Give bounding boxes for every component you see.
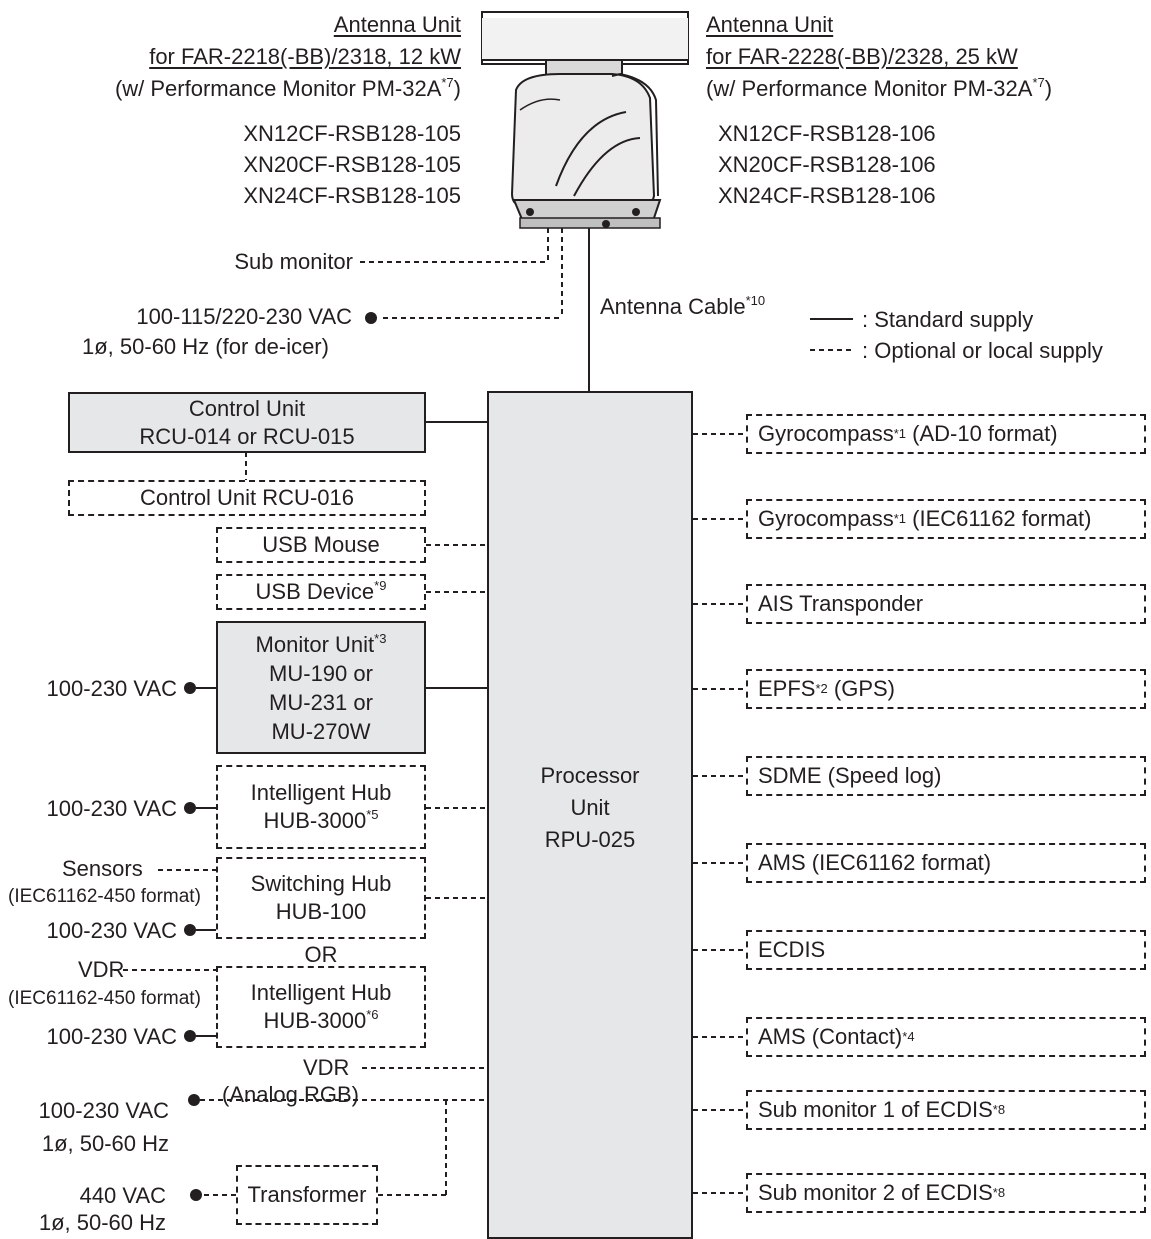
usb-device-box: USB Device*9 <box>216 574 426 610</box>
right-item-ams-iec: AMS (IEC61162 format) <box>746 843 1146 883</box>
antenna-right-note: (w/ Performance Monitor PM-32A*7) <box>706 75 1053 101</box>
hub1-power-label: 100-230 VAC <box>46 796 177 821</box>
antenna-left-note: (w/ Performance Monitor PM-32A*7) <box>114 75 461 101</box>
antenna-left-title: Antenna Unit <box>333 12 461 37</box>
antenna-left-models: XN12CF-RSB128-105 XN20CF-RSB128-105 XN24… <box>243 118 461 211</box>
processor-label-line: Processor <box>540 763 640 788</box>
model-item: XN20CF-RSB128-105 <box>243 152 461 177</box>
transformer-box: Transformer <box>236 1165 378 1225</box>
deicer-power-line1: 100-115/220-230 VAC <box>136 304 352 329</box>
monitor-unit-label: Monitor Unit*3 <box>255 630 387 657</box>
transformer-power-line1: 440 VAC <box>79 1183 166 1208</box>
hub-label: Intelligent Hub <box>250 780 392 805</box>
hub2-power-label: 100-230 VAC <box>46 1024 177 1049</box>
sensors-label: Sensors <box>62 856 143 881</box>
right-item-sub-monitor-2: Sub monitor 2 of ECDIS*8 <box>746 1173 1146 1213</box>
transformer-power-line2: 1ø, 50-60 Hz <box>38 1210 166 1235</box>
antenna-right-title: Antenna Unit <box>706 12 834 37</box>
right-item-sub-monitor-1: Sub monitor 1 of ECDIS*8 <box>746 1090 1146 1130</box>
monitor-unit-model: MU-190 or <box>269 660 373 686</box>
usb-mouse-box: USB Mouse <box>216 527 426 563</box>
vdr-format: (IEC61162-450 format) <box>8 988 201 1009</box>
control-unit-016-box: Control Unit RCU-016 <box>68 480 426 516</box>
antenna-right-models: XN12CF-RSB128-106 XN20CF-RSB128-106 XN24… <box>718 118 936 211</box>
switching-hub-power-label: 100-230 VAC <box>46 918 177 943</box>
usb-device-label: USB Device*9 <box>255 578 387 604</box>
processor-label-line: Unit <box>570 795 610 820</box>
right-item-gyrocompass-iec: Gyrocompass*1 (IEC61162 format) <box>746 499 1146 539</box>
right-item-sdme: SDME (Speed log) <box>746 756 1146 796</box>
right-item-ais: AIS Transponder <box>746 584 1146 624</box>
transformer-label: Transformer <box>247 1182 367 1207</box>
legend-optional: : Optional or local supply <box>862 338 1103 363</box>
control-unit-box: Control Unit RCU-014 or RCU-015 <box>68 392 426 453</box>
model-item: XN12CF-RSB128-105 <box>243 121 461 146</box>
monitor-power-label: 100-230 VAC <box>46 676 177 701</box>
antenna-right-subtitle: for FAR-2228(-BB)/2328, 25 kW <box>706 44 1018 69</box>
switching-hub-label: Switching Hub <box>250 871 392 896</box>
switching-hub-box: Switching Hub HUB-100 <box>216 857 426 939</box>
right-item-gyrocompass-ad10: Gyrocompass*1 (AD-10 format) <box>746 414 1146 454</box>
control-unit-label: Control Unit <box>188 395 306 421</box>
right-item-epfs: EPFS*2 (GPS) <box>746 669 1146 709</box>
hub-model: HUB-3000*6 <box>263 1007 379 1033</box>
model-item: XN12CF-RSB128-106 <box>718 121 936 146</box>
antenna-left-subtitle: for FAR-2218(-BB)/2318, 12 kW <box>149 44 461 69</box>
or-label: OR <box>304 942 338 967</box>
monitor-unit-box: Monitor Unit*3 MU-190 or MU-231 or MU-27… <box>216 621 426 754</box>
hub-label: Intelligent Hub <box>250 980 392 1005</box>
antenna-cable-label: Antenna Cable*10 <box>600 293 766 319</box>
intelligent-hub-2-box: Intelligent Hub HUB-3000*6 <box>216 966 426 1048</box>
right-item-ams-contact: AMS (Contact)*4 <box>746 1017 1146 1057</box>
legend-standard: : Standard supply <box>862 307 1034 332</box>
model-item: XN20CF-RSB128-106 <box>718 152 936 177</box>
main-power-line2: 1ø, 50-60 Hz <box>41 1131 169 1156</box>
antenna-unit-graphic <box>481 11 689 229</box>
vdr-rgb-format: (Analog RGB) <box>222 1082 359 1107</box>
switching-hub-model: HUB-100 <box>275 899 367 924</box>
hub-model: HUB-3000*5 <box>263 807 379 833</box>
deicer-power-line2: 1ø, 50-60 Hz (for de-icer) <box>82 334 329 359</box>
monitor-unit-model: MU-231 or <box>269 689 373 715</box>
main-power-line1: 100-230 VAC <box>38 1098 169 1123</box>
intelligent-hub-1-box: Intelligent Hub HUB-3000*5 <box>216 765 426 849</box>
sensors-format: (IEC61162-450 format) <box>8 886 201 907</box>
processor-unit-box <box>487 391 693 1239</box>
processor-model: RPU-025 <box>544 827 636 852</box>
control-unit-016-label: Control Unit RCU-016 <box>140 485 354 510</box>
vdr-label: VDR <box>78 957 125 982</box>
usb-mouse-label: USB Mouse <box>262 532 380 557</box>
model-item: XN24CF-RSB128-106 <box>718 183 936 208</box>
monitor-unit-model: MU-270W <box>271 718 371 744</box>
control-unit-model: RCU-014 or RCU-015 <box>139 423 355 449</box>
sub-monitor-label: Sub monitor <box>234 249 353 274</box>
processor-unit-label: Processor Unit RPU-025 <box>487 760 693 856</box>
vdr-rgb-label: VDR <box>303 1055 350 1080</box>
model-item: XN24CF-RSB128-105 <box>243 183 461 208</box>
right-item-ecdis: ECDIS <box>746 930 1146 970</box>
